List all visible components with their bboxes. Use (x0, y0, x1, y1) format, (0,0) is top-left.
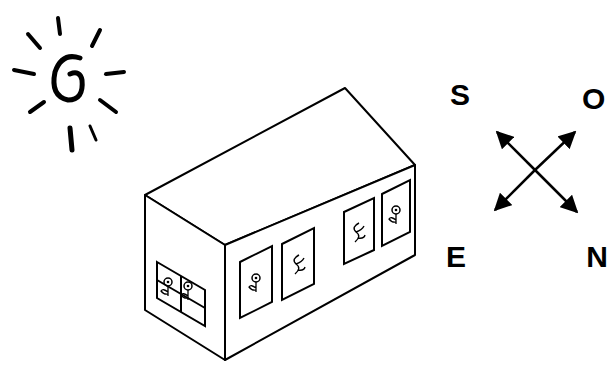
flower-decoration (161, 206, 400, 300)
compass-arrows (495, 132, 577, 212)
compass-letter: E (446, 242, 466, 272)
compass-letter: S (450, 80, 470, 110)
sun (14, 18, 124, 150)
house (145, 88, 415, 360)
compass-letter: O (582, 84, 605, 114)
compass-letter: N (586, 242, 608, 272)
window (157, 180, 410, 326)
